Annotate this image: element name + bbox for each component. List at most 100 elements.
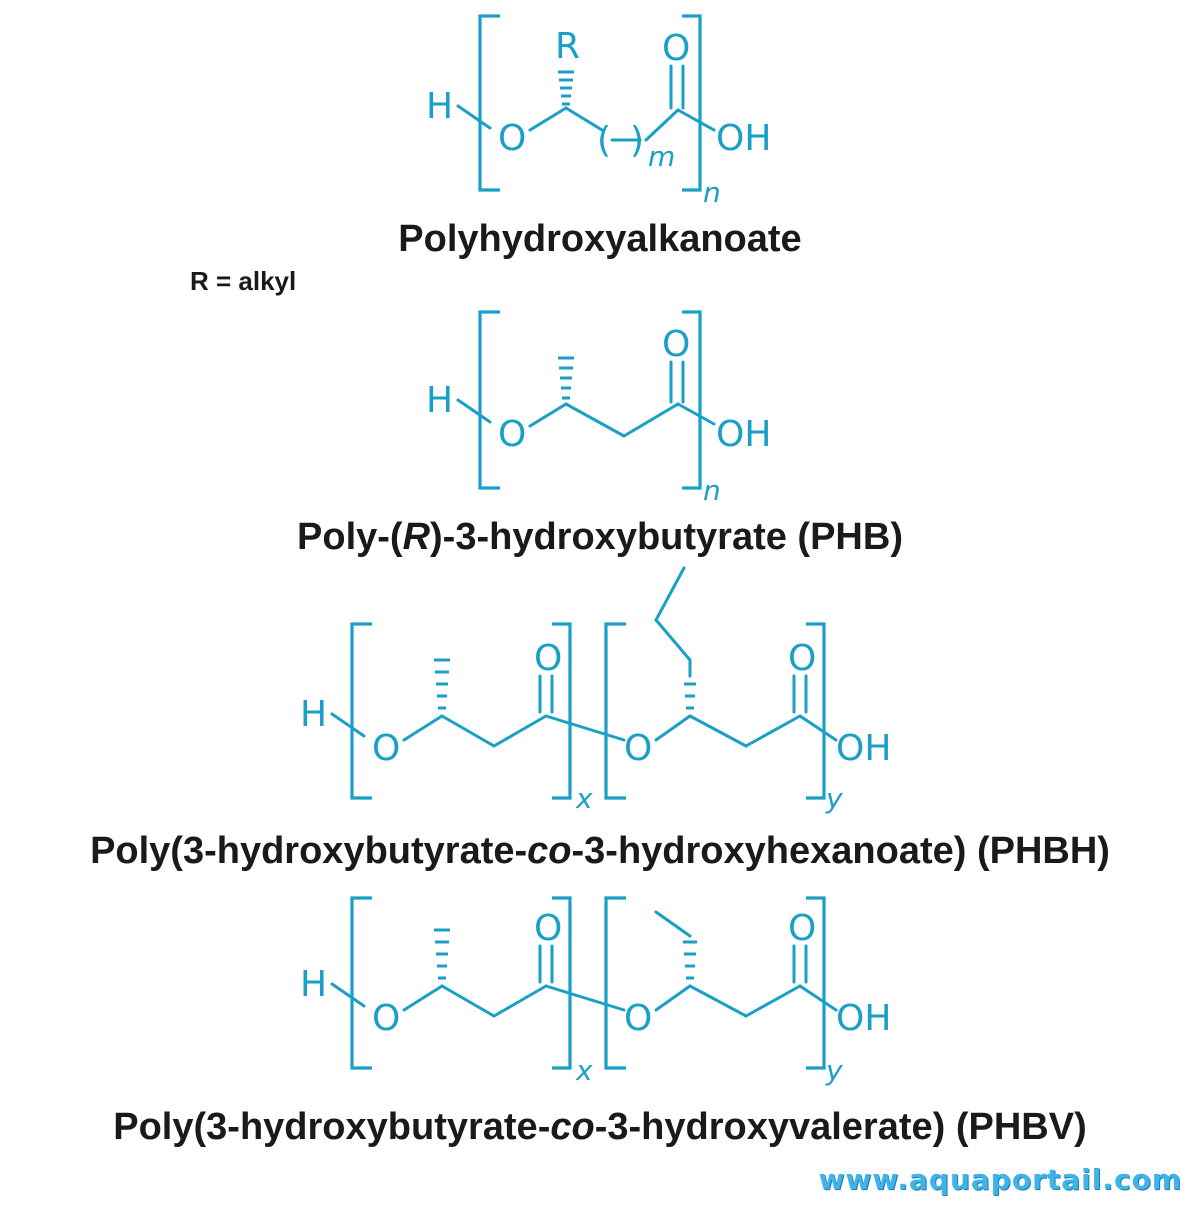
stereo-hash-bond bbox=[558, 70, 574, 106]
caption-phb: Poly-(R)-3-hydroxybutyrate (PHB) bbox=[0, 518, 1200, 556]
stereo-hash-bond bbox=[434, 658, 450, 710]
r-definition: R = alkyl bbox=[190, 266, 297, 296]
bond bbox=[564, 402, 626, 438]
bond bbox=[402, 714, 444, 742]
bond bbox=[330, 712, 366, 738]
bracket-left-y bbox=[604, 896, 626, 1070]
caption-text: )-3-hydroxybutyrate (PHB) bbox=[430, 516, 903, 558]
bracket-right bbox=[682, 14, 702, 192]
atom-o: O bbox=[788, 638, 816, 679]
subscript-y: y bbox=[825, 1054, 843, 1087]
bond bbox=[456, 104, 492, 130]
bracket-left-x bbox=[350, 622, 372, 800]
bond bbox=[440, 714, 496, 748]
atom-o: O bbox=[372, 998, 400, 1039]
bond bbox=[676, 108, 716, 132]
bracket-left-y bbox=[604, 622, 626, 800]
atom-o: O bbox=[624, 728, 652, 769]
caption-text: Poly-( bbox=[297, 516, 403, 558]
subscript-n: n bbox=[703, 176, 721, 209]
atom-o: O bbox=[498, 414, 526, 455]
structure-phbh: H O O x O O bbox=[300, 566, 891, 815]
atom-o: O bbox=[662, 324, 690, 365]
caption-phbh: Poly(3-hydroxybutyrate-co-3-hydroxyhexan… bbox=[0, 832, 1200, 870]
bond bbox=[676, 402, 716, 426]
bond bbox=[798, 714, 838, 742]
caption-text: Poly(3-hydroxybutyrate- bbox=[90, 830, 528, 872]
bracket-right bbox=[682, 310, 702, 490]
caption-pha: Polyhydroxyalkanoate bbox=[0, 220, 1200, 258]
bracket-right-y bbox=[806, 622, 826, 800]
stereo-hash-bond bbox=[558, 356, 574, 400]
atom-o: O bbox=[534, 908, 562, 949]
atom-o: O bbox=[372, 728, 400, 769]
watermark: www.aquaportail.com bbox=[818, 1163, 1182, 1196]
bond bbox=[440, 984, 496, 1018]
paren-open: ( bbox=[597, 120, 611, 161]
subscript-n: n bbox=[703, 474, 721, 507]
bond bbox=[654, 566, 686, 622]
bond bbox=[622, 402, 680, 438]
atom-h: H bbox=[426, 86, 453, 127]
bracket-right-x bbox=[552, 896, 572, 1070]
bond bbox=[654, 618, 692, 662]
caption-text: -3-hydroxyhexanoate) (PHBH) bbox=[571, 830, 1110, 872]
bracket-right-x bbox=[552, 622, 572, 800]
bond bbox=[564, 106, 604, 132]
atom-h: H bbox=[300, 694, 327, 735]
bond bbox=[456, 398, 492, 424]
bond bbox=[528, 402, 568, 428]
atom-oh: OH bbox=[716, 414, 771, 455]
atom-o: O bbox=[498, 118, 526, 159]
bond bbox=[654, 714, 692, 742]
atom-o: O bbox=[534, 638, 562, 679]
bond bbox=[654, 984, 692, 1012]
caption-phbv: Poly(3-hydroxybutyrate-co-3-hydroxyvaler… bbox=[0, 1108, 1200, 1146]
bond bbox=[688, 714, 748, 748]
bond bbox=[544, 984, 626, 1012]
bond bbox=[744, 984, 802, 1018]
atom-oh: OH bbox=[716, 118, 771, 159]
bond bbox=[544, 714, 626, 742]
paren-close: ) bbox=[630, 120, 644, 161]
bond bbox=[330, 982, 366, 1008]
caption-text: -3-hydroxyvalerate) (PHBV) bbox=[594, 1106, 1087, 1148]
atom-oh: OH bbox=[836, 998, 891, 1039]
atom-h: H bbox=[426, 380, 453, 421]
bond bbox=[654, 910, 692, 938]
bond bbox=[798, 984, 838, 1012]
caption-text: Poly(3-hydroxybutyrate- bbox=[113, 1106, 551, 1148]
structure-phbv: H O O x O O bbox=[300, 896, 891, 1087]
bond bbox=[688, 984, 748, 1018]
structure-pha: H O R ( ) m O n OH bbox=[426, 14, 771, 209]
atom-o: O bbox=[788, 908, 816, 949]
subscript-x: x bbox=[575, 1054, 593, 1087]
bracket-left-x bbox=[350, 896, 372, 1070]
atom-r: R bbox=[555, 26, 580, 67]
stereo-hash-bond bbox=[683, 940, 697, 980]
bond bbox=[644, 108, 680, 142]
bond bbox=[528, 106, 568, 132]
atom-o: O bbox=[662, 28, 690, 69]
bond bbox=[402, 984, 444, 1012]
atom-oh: OH bbox=[836, 728, 891, 769]
bracket-right-y bbox=[806, 896, 826, 1070]
bond bbox=[492, 984, 548, 1018]
atom-o: O bbox=[624, 998, 652, 1039]
bond bbox=[744, 714, 802, 748]
caption-italic: co bbox=[550, 1106, 595, 1148]
stereo-hash-bond bbox=[684, 682, 696, 710]
bracket-left bbox=[478, 14, 500, 192]
subscript-y: y bbox=[825, 782, 843, 815]
subscript-x: x bbox=[575, 782, 593, 815]
caption-italic: co bbox=[527, 830, 572, 872]
caption-text: Polyhydroxyalkanoate bbox=[398, 218, 802, 260]
bond bbox=[492, 714, 548, 748]
structure-phb: H O O n OH bbox=[426, 310, 771, 507]
subscript-m: m bbox=[648, 140, 675, 173]
atom-h: H bbox=[300, 964, 327, 1005]
bracket-left bbox=[478, 310, 500, 490]
caption-italic: R bbox=[402, 516, 431, 558]
